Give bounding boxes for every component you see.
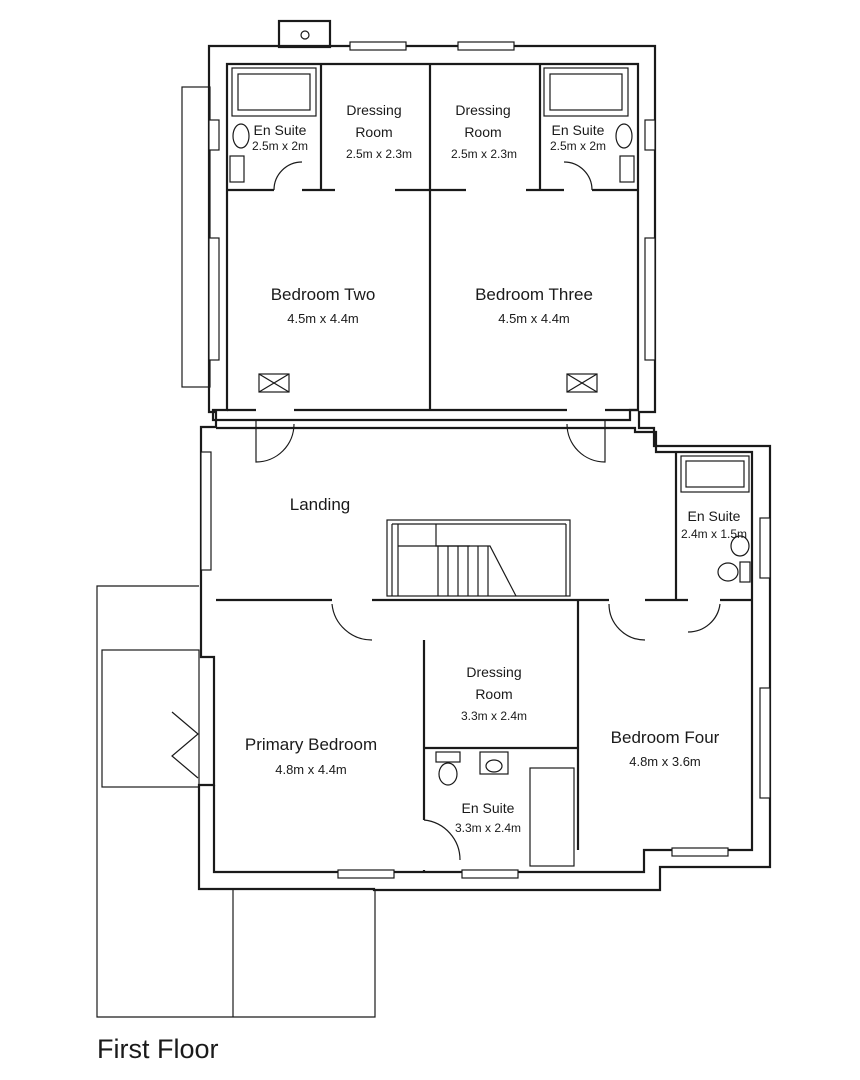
doors [255, 161, 721, 870]
en-suite-east-name: En Suite [688, 508, 741, 524]
floor-title: First Floor [97, 1034, 219, 1064]
bedroom-two-name: Bedroom Two [271, 285, 376, 304]
primary-bedroom-name: Primary Bedroom [245, 735, 377, 754]
staircase [386, 519, 571, 597]
bedroom-four-name: Bedroom Four [611, 728, 720, 747]
dressing-primary-dims: 3.3m x 2.4m [461, 709, 527, 723]
landing-name: Landing [290, 495, 351, 514]
en-suite-right-name: En Suite [552, 122, 605, 138]
dressing-left-name-2: Room [355, 124, 392, 140]
bedroom-three-name: Bedroom Three [475, 285, 593, 304]
dressing-right-name-1: Dressing [455, 102, 510, 118]
bedroom-two-dims: 4.5m x 4.4m [287, 311, 359, 326]
primary-bedroom-dims: 4.8m x 4.4m [275, 762, 347, 777]
dressing-primary-name-2: Room [475, 686, 512, 702]
en-suite-right-dims: 2.5m x 2m [550, 139, 606, 153]
en-suite-left-name: En Suite [254, 122, 307, 138]
roof-outlines [96, 86, 376, 1018]
en-suite-left-dims: 2.5m x 2m [252, 139, 308, 153]
dressing-left-dims: 2.5m x 2.3m [346, 147, 412, 161]
en-suite-primary-dims: 3.3m x 2.4m [455, 821, 521, 835]
en-suite-primary-name: En Suite [462, 800, 515, 816]
en-suite-east-dims: 2.4m x 1.5m [681, 527, 747, 541]
chimney [277, 19, 332, 49]
bedroom-three-dims: 4.5m x 4.4m [498, 311, 570, 326]
dressing-primary-name-1: Dressing [466, 664, 521, 680]
bedroom-four-dims: 4.8m x 3.6m [629, 754, 701, 769]
dressing-left-name-1: Dressing [346, 102, 401, 118]
sanitaryware [229, 67, 751, 867]
dressing-right-name-2: Room [464, 124, 501, 140]
dressing-right-dims: 2.5m x 2.3m [451, 147, 517, 161]
windows [171, 41, 771, 879]
